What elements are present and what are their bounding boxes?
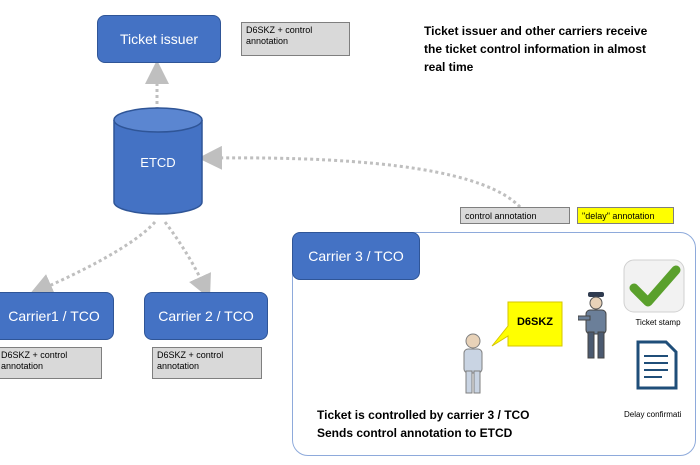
carrier2-annotation-line1: D6SKZ + control [157, 350, 224, 360]
etcd-label: ETCD [140, 155, 176, 170]
delay-annotation-label: "delay" annotation [582, 211, 655, 221]
ticket-code-label: D6SKZ [516, 316, 554, 328]
etcd-database-node [113, 107, 203, 215]
issuer-annotation-line2: annotation [246, 36, 289, 46]
carrier2-annotation-box: D6SKZ + control annotation [152, 347, 262, 379]
carrier2-node: Carrier 2 / TCO [144, 292, 268, 340]
carrier1-annotation-line2: annotation [1, 361, 44, 371]
bottom-note-line1: Ticket is controlled by carrier 3 / TCO [317, 408, 530, 422]
top-note-line3: real time [424, 60, 474, 74]
carrier3-label: Carrier 3 / TCO [308, 248, 404, 264]
carrier1-node: Carrier1 / TCO [0, 292, 114, 340]
carrier3-to-etcd-arrow [198, 145, 522, 209]
delay-confirmation-label: Delay confirmati [624, 410, 682, 419]
ticket-callout [491, 301, 563, 347]
carrier1-annotation-box: D6SKZ + control annotation [0, 347, 102, 379]
carrier1-label: Carrier1 / TCO [8, 308, 100, 324]
delay-annotation-box: "delay" annotation [577, 207, 674, 224]
passenger-icon [463, 333, 483, 394]
issuer-annotation-box: D6SKZ + control annotation [241, 22, 350, 56]
ticket-issuer-node: Ticket issuer [97, 15, 221, 63]
document-icon [636, 340, 678, 390]
etcd-to-carrier2-arrow [163, 221, 211, 299]
carrier3-node: Carrier 3 / TCO [292, 232, 420, 280]
check-mark-icon [623, 259, 685, 313]
ticket-stamp-label: Ticket stamp [635, 318, 681, 327]
bottom-note: Ticket is controlled by carrier 3 / TCO … [317, 406, 597, 442]
top-note: Ticket issuer and other carriers receive… [424, 22, 700, 76]
carrier2-annotation-line2: annotation [157, 361, 200, 371]
etcd-to-carrier1-arrow [29, 221, 157, 297]
control-annotation-box: control annotation [460, 207, 570, 224]
control-annotation-label: control annotation [465, 211, 537, 221]
issuer-annotation-line1: D6SKZ + control [246, 25, 313, 35]
conductor-icon [578, 292, 607, 359]
top-note-line1: Ticket issuer and other carriers receive [424, 24, 648, 38]
carrier2-label: Carrier 2 / TCO [158, 308, 254, 324]
top-note-line2: the ticket control information in almost [424, 42, 647, 56]
ticket-issuer-label: Ticket issuer [119, 31, 199, 47]
carrier1-annotation-line1: D6SKZ + control [1, 350, 68, 360]
bottom-note-line2: Sends control annotation to ETCD [317, 426, 513, 440]
